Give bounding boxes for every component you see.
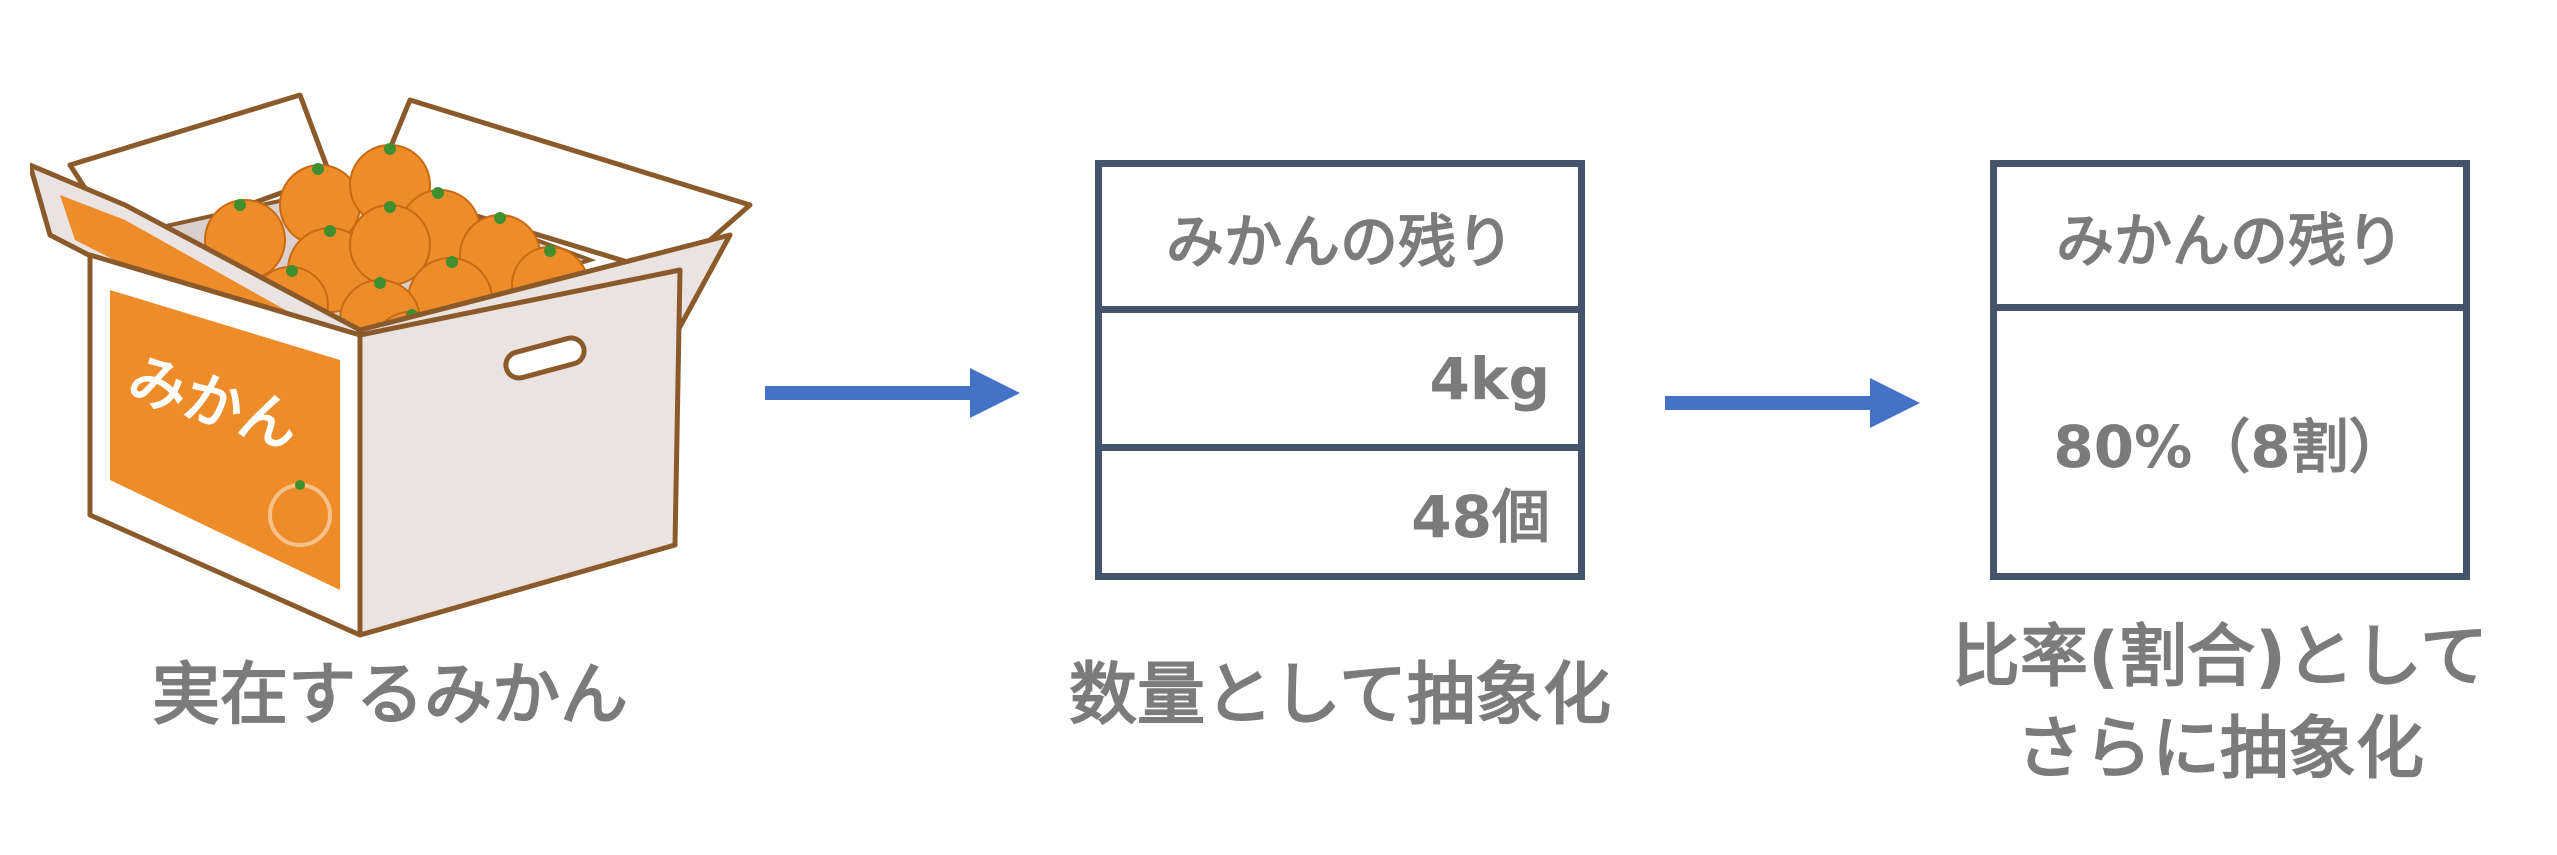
caption-quantity-abstraction: 数量として抽象化	[1069, 656, 1611, 735]
arrow-right-icon	[765, 368, 1020, 418]
quantity-weight-value: 4kg	[1429, 344, 1550, 413]
quantity-table: みかんの残り 4kg 48個	[1095, 160, 1585, 580]
quantity-row-weight: 4kg	[1102, 306, 1578, 444]
quantity-count-value: 48個	[1411, 483, 1550, 551]
arrow-right-icon	[1665, 378, 1920, 428]
ratio-row-value: 80%（8割）	[1997, 304, 2463, 573]
ratio-value: 80%（8割）	[2053, 413, 2407, 481]
ratio-table-header-text: みかんの残り	[2055, 206, 2404, 275]
caption-real-mikan: 実在するみかん	[151, 656, 628, 735]
ratio-table: みかんの残り 80%（8割）	[1990, 160, 2470, 580]
quantity-table-header-text: みかんの残り	[1165, 207, 1514, 276]
ratio-table-header: みかんの残り	[1997, 167, 2463, 304]
caption-ratio-abstraction: 比率(割合)として さらに抽象化	[1890, 612, 2550, 796]
caption-ratio-line2: さらに抽象化	[2015, 710, 2424, 789]
quantity-row-count: 48個	[1102, 444, 1578, 573]
quantity-table-header: みかんの残り	[1102, 167, 1578, 306]
caption-ratio-line1: 比率(割合)として	[1951, 618, 2489, 697]
mikan-box-illustration: みかん	[30, 92, 753, 638]
orange-leaves	[234, 143, 556, 321]
